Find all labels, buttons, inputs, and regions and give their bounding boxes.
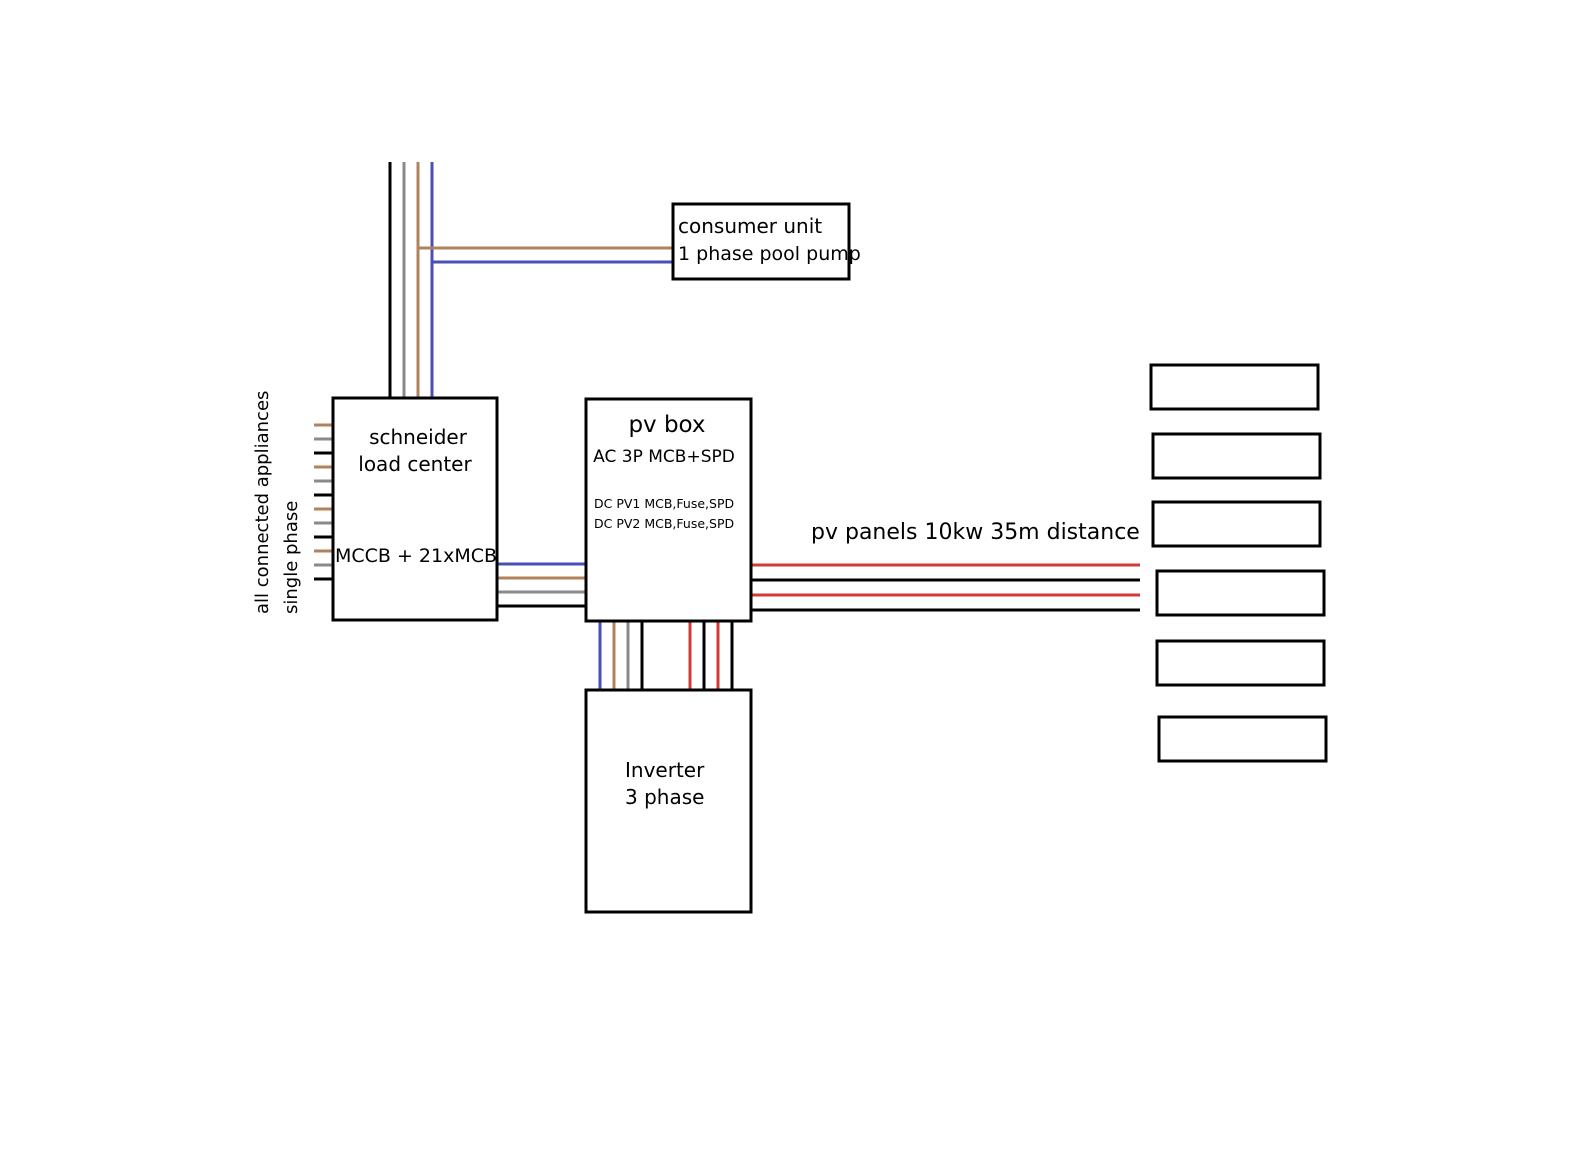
load-center-breakers: MCCB + 21xMCB: [335, 545, 497, 567]
ac-link-cables: [498, 562, 586, 608]
load-center: schneider load center MCCB + 21xMCB: [331, 396, 499, 622]
consumer-unit-box: [671, 202, 851, 281]
appliances-label-line2: single phase: [281, 501, 302, 614]
pv-box-title: pv box: [628, 412, 705, 438]
incoming-supply-cables: [388, 162, 434, 398]
load-center-label: schneider: [369, 425, 468, 449]
pool-pump-feed: [418, 246, 673, 264]
pv-string-cables: [748, 563, 1140, 612]
pv-panel: [1151, 432, 1322, 480]
inverter-cables: [598, 620, 734, 690]
appliances-label-line1: all connected appliances: [252, 391, 273, 614]
pv-panel: [1155, 569, 1326, 617]
inverter-box: [584, 688, 753, 914]
pv-panel: [1155, 639, 1326, 687]
appliances-label: all connected appliances single phase: [252, 391, 302, 614]
pv-panel-array: [1149, 363, 1328, 763]
pv-panel: [1149, 363, 1320, 411]
inverter: Inverter 3 phase: [584, 688, 753, 914]
pv-panel: [1157, 715, 1328, 763]
inverter-sublabel: 3 phase: [625, 785, 704, 809]
pv-box: pv box AC 3P MCB+SPD DC PV1 MCB,Fuse,SPD…: [584, 397, 753, 623]
load-center-sublabel: load center: [358, 452, 472, 476]
consumer-unit: consumer unit 1 phase pool pump: [671, 202, 861, 281]
pv-box-dc2-label: DC PV2 MCB,Fuse,SPD: [594, 516, 734, 531]
consumer-unit-label: consumer unit: [678, 214, 822, 238]
pv-box-ac-label: AC 3P MCB+SPD: [593, 447, 735, 467]
load-center-box: [331, 396, 499, 622]
pv-box-box: [584, 397, 753, 623]
consumer-unit-sublabel: 1 phase pool pump: [678, 243, 861, 265]
pv-panels-label: pv panels 10kw 35m distance: [811, 520, 1140, 545]
appliance-wire-stubs: [314, 423, 332, 581]
inverter-label: Inverter: [625, 758, 705, 782]
pv-panel: [1151, 500, 1322, 548]
pv-box-dc1-label: DC PV1 MCB,Fuse,SPD: [594, 496, 734, 511]
